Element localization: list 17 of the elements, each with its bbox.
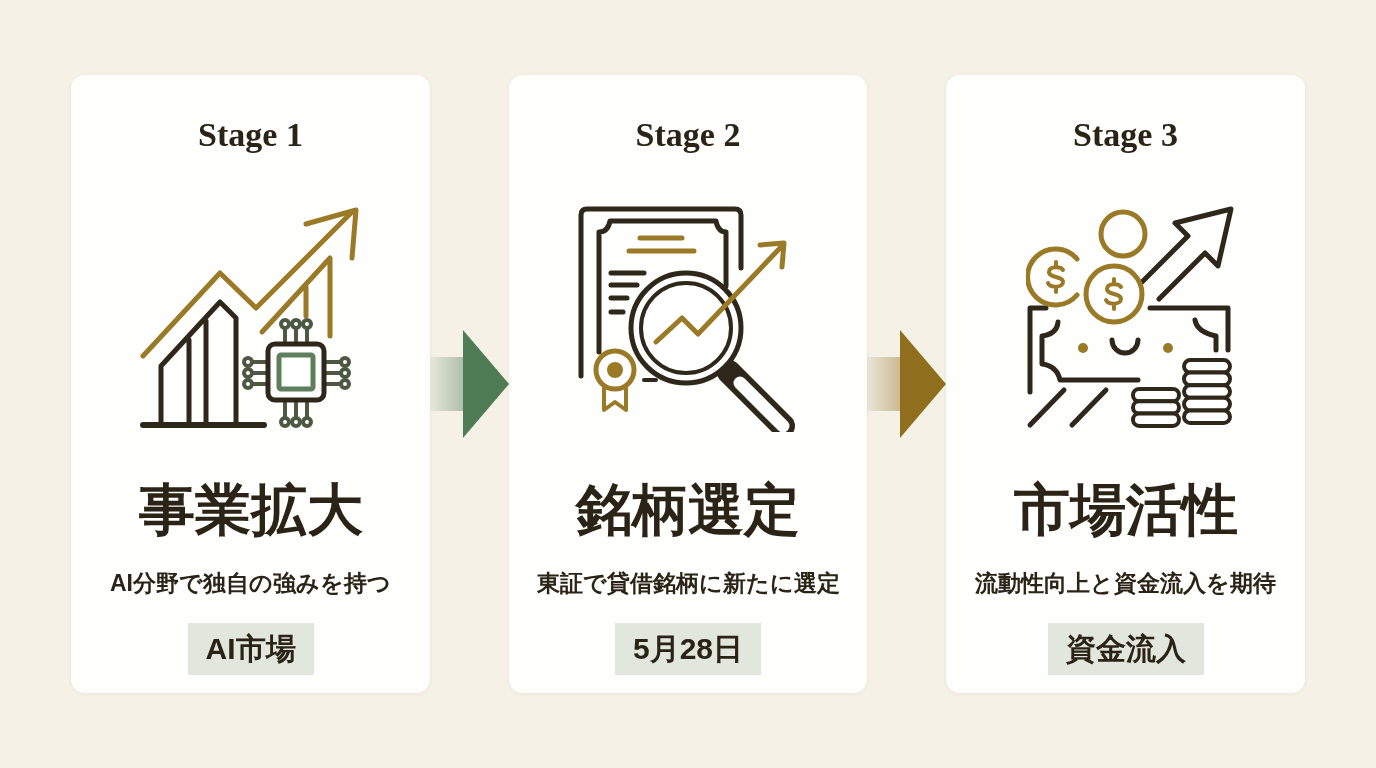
stage-title: 銘柄選定 xyxy=(576,478,800,542)
stage-title: 市場活性 xyxy=(1013,478,1238,542)
description-text: 流動性向上と資金流入を期待 xyxy=(975,569,1276,598)
keyword-tag: AI市場 xyxy=(187,623,314,675)
stage-label: Stage 1 xyxy=(198,115,303,155)
description-text: 東証で貸借銘柄に新たに選定 xyxy=(536,569,840,598)
arrow xyxy=(867,330,946,438)
keyword-tag: 5月28日 xyxy=(614,623,762,675)
stage-card xyxy=(946,75,1305,693)
stage-card xyxy=(71,75,430,693)
description-text: AI分野で独自の強みを持つ xyxy=(110,569,391,598)
stage-card xyxy=(509,75,867,693)
stage-label: Stage 2 xyxy=(635,115,741,155)
keyword-tag: 資金流入 xyxy=(1047,623,1204,675)
arrow xyxy=(430,330,509,438)
stage-label: Stage 3 xyxy=(1073,115,1178,155)
stage-title: 事業拡大 xyxy=(138,478,363,542)
